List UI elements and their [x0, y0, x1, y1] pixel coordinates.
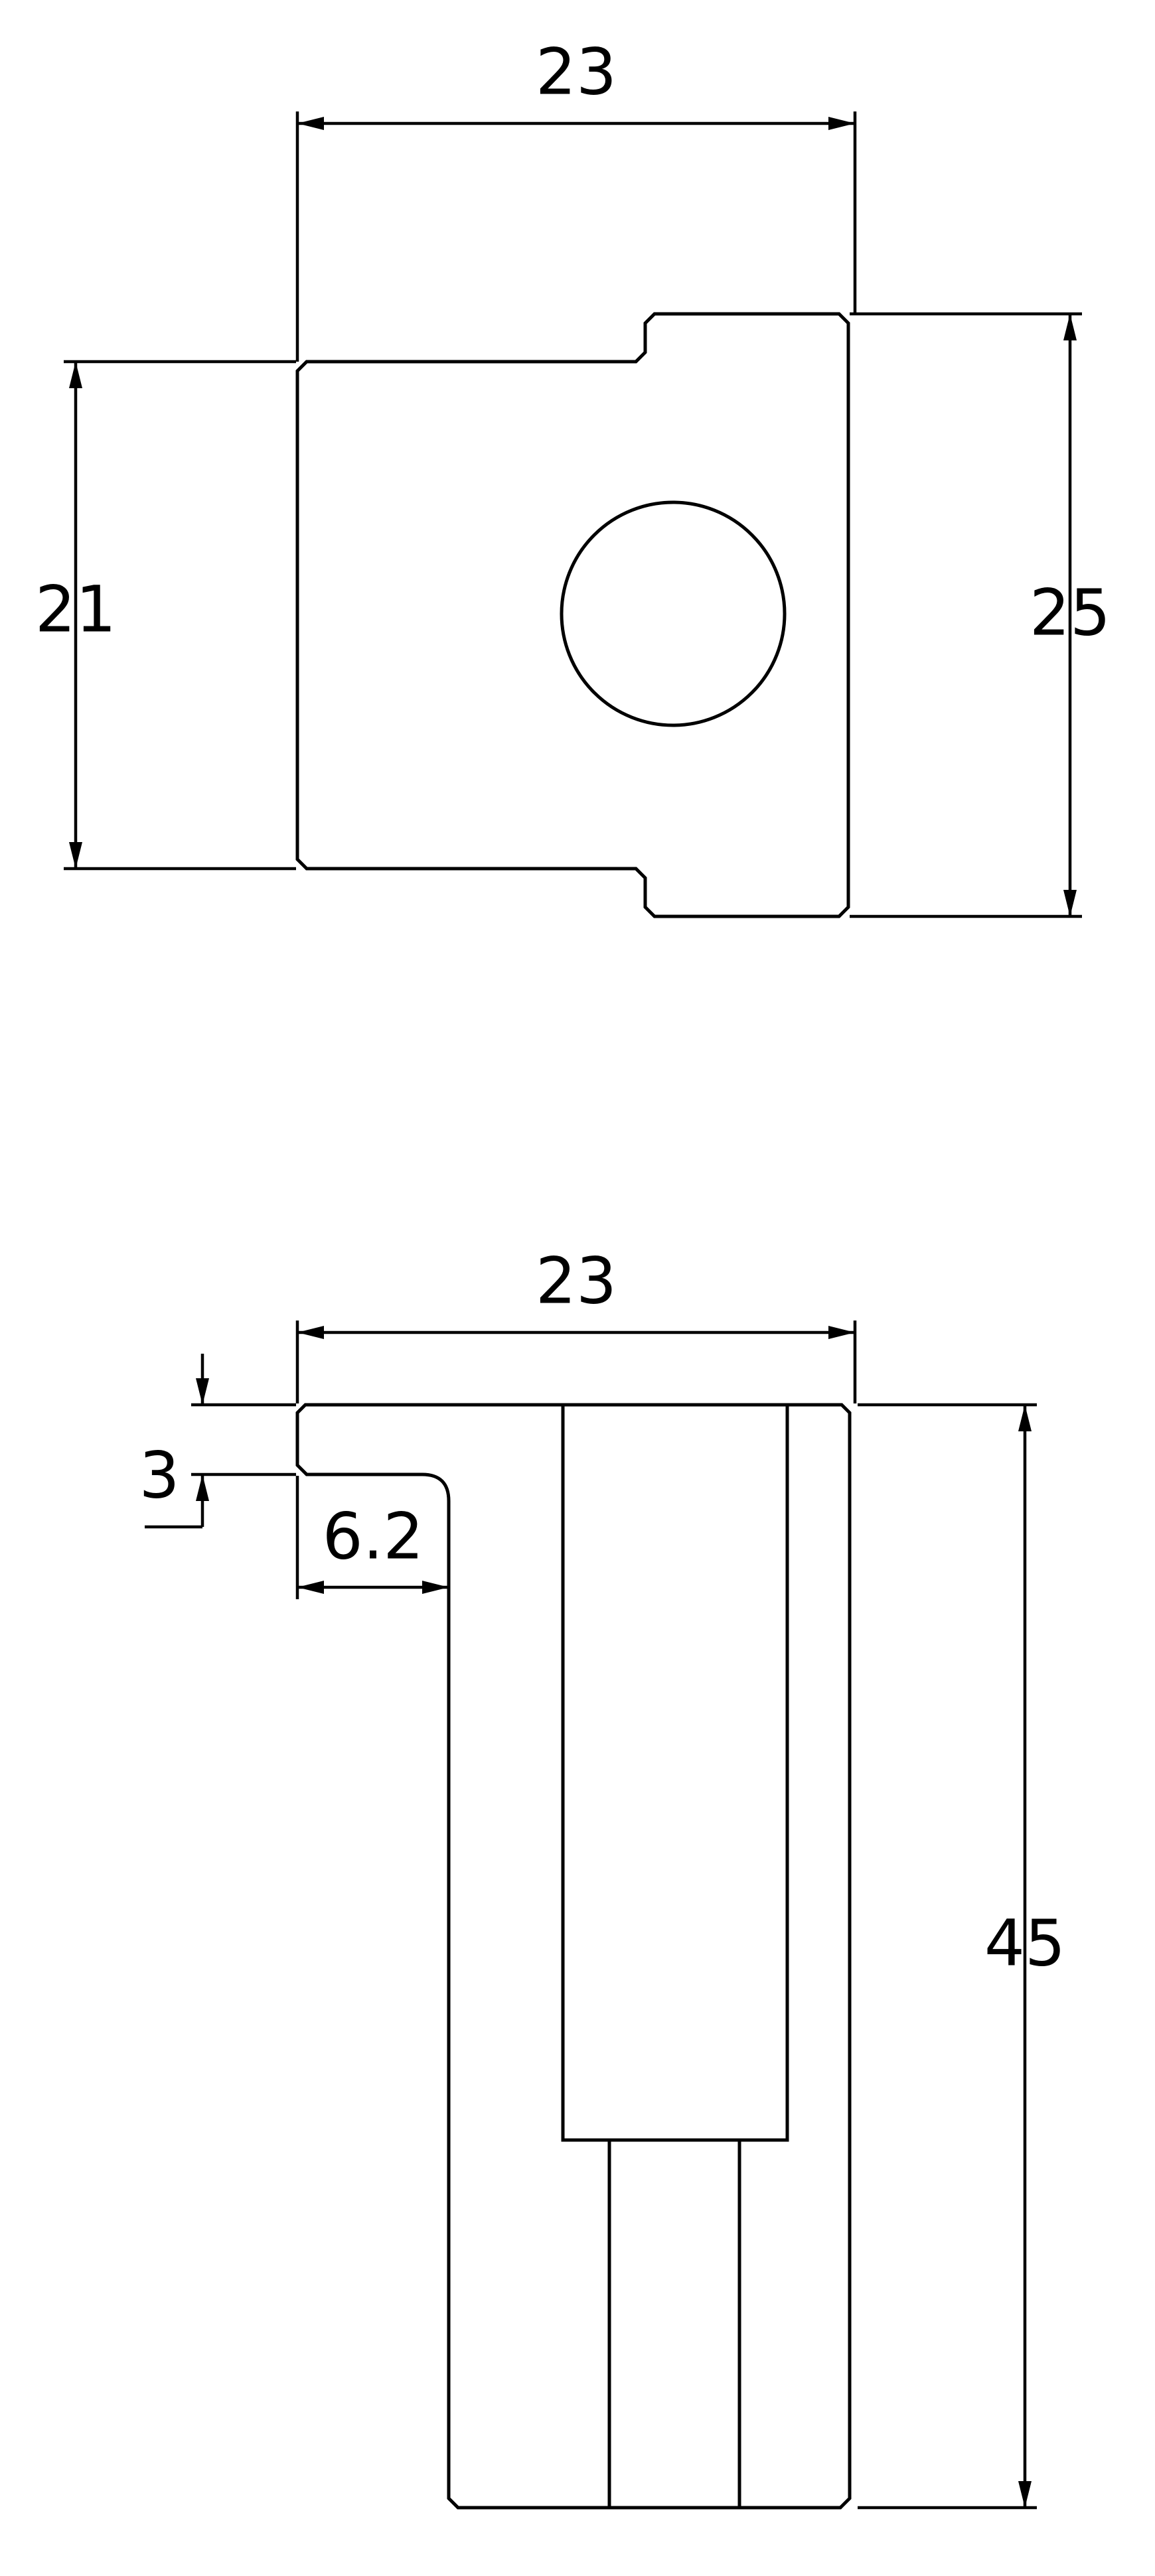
- top-width-dimension: 23: [295, 35, 857, 362]
- top-view-outline: [295, 312, 850, 918]
- top-left-arrow-down: [69, 842, 82, 869]
- top-right-height-dimension-text: 25: [1030, 575, 1111, 650]
- step-width-arrow-left: [297, 1581, 324, 1594]
- side-width-dimension-text: 23: [536, 1244, 617, 1318]
- top-view-bore-circle: [560, 500, 787, 727]
- top-width-arrow-right: [828, 117, 855, 130]
- top-right-arrow-up: [1063, 314, 1077, 340]
- side-view-outline: [295, 1403, 852, 2510]
- step-width-dimension-text: 6.2: [323, 1499, 424, 1573]
- top-right-arrow-down: [1063, 890, 1077, 916]
- side-height-arrow-up: [1018, 1405, 1032, 1431]
- step-height-dimension-text: 3: [139, 1438, 179, 1512]
- side-step-width-dimension: 6.2: [295, 1476, 451, 1599]
- side-view-upper-bore: [561, 1405, 789, 2142]
- step-width-arrow-right: [422, 1581, 449, 1594]
- top-left-height-dimension: 21: [35, 360, 296, 871]
- top-left-height-dimension-text: 21: [35, 572, 116, 646]
- top-width-arrow-left: [297, 117, 324, 130]
- side-height-arrow-down: [1018, 2481, 1032, 2508]
- side-view-lower-bore: [607, 2140, 741, 2508]
- side-view: 23 45 3 6.2: [139, 1244, 1065, 2510]
- top-width-dimension-text: 23: [536, 35, 617, 109]
- side-step-height-dimension: 3: [139, 1354, 296, 1529]
- top-view: 23 21 25: [35, 35, 1111, 918]
- side-width-arrow-right: [828, 1326, 855, 1339]
- side-width-arrow-left: [297, 1326, 324, 1339]
- top-right-height-dimension: 25: [850, 312, 1111, 918]
- step-height-arrow-down: [196, 1378, 209, 1405]
- step-height-arrow-up: [196, 1474, 209, 1501]
- top-left-arrow-up: [69, 362, 82, 388]
- side-width-dimension: 23: [295, 1244, 857, 1403]
- side-height-dimension: 45: [858, 1403, 1065, 2510]
- side-height-dimension-text: 45: [984, 1906, 1065, 1980]
